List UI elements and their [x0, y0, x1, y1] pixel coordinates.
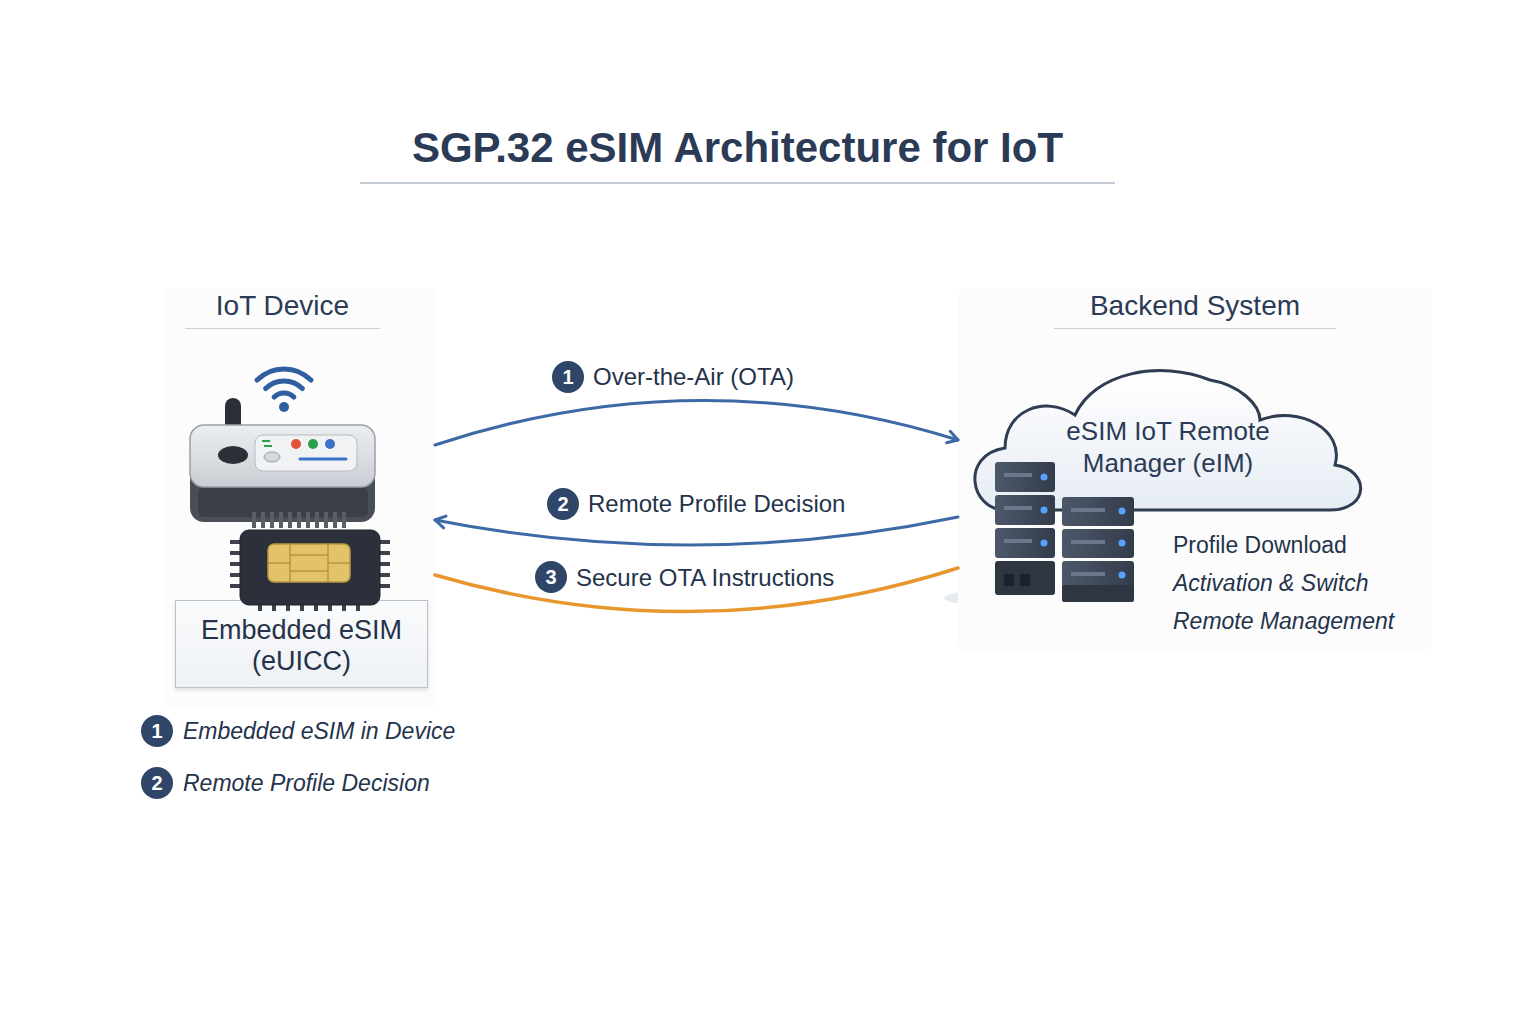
device-mark: [262, 441, 272, 446]
server-vent: [1004, 574, 1014, 586]
led: [291, 439, 301, 449]
server-led: [1119, 572, 1126, 579]
server-slot: [1004, 506, 1032, 510]
diagram-title: SGP.32 eSIM Architecture for IoT: [360, 124, 1115, 184]
device-panel: [255, 435, 357, 471]
connector-arrow: [435, 400, 958, 445]
server-unit: [995, 462, 1055, 492]
note-text: Activation & Switch: [1173, 568, 1369, 598]
edge-label: Remote Profile Decision: [588, 489, 845, 519]
node-region: IoT DeviceEmbedded eSIM (eUICC): [165, 288, 435, 708]
cloud-node: eSIM IoT Remote Manager (eIM): [960, 360, 1370, 512]
edge-label: Over-the-Air (OTA): [593, 362, 794, 392]
wifi-arc: [257, 369, 311, 380]
server-unit: [1062, 529, 1134, 558]
note-text: Profile Download: [1173, 530, 1347, 560]
iot-device-illustration: [190, 398, 375, 528]
device-band: [198, 487, 368, 517]
note-text: Embedded eSIM in Device: [183, 716, 455, 746]
wifi-symbol: [257, 369, 311, 412]
server-stack: [995, 462, 1134, 602]
server-base: [1062, 585, 1134, 602]
cloud-label: eSIM IoT Remote Manager (eIM): [1040, 415, 1296, 479]
device-body: [190, 440, 375, 522]
callout-number: 1: [141, 715, 173, 747]
connector-arrow: [435, 568, 958, 612]
server-slot: [1071, 540, 1105, 544]
server-unit: [1062, 561, 1134, 590]
chip-contact: [268, 544, 350, 582]
callout-number: 2: [547, 488, 579, 520]
server-base: [995, 561, 1055, 595]
server-unit: [995, 528, 1055, 558]
device-pins: [252, 512, 346, 528]
callout-number: 2: [141, 767, 173, 799]
server-slot: [1004, 539, 1032, 543]
device-strip: [300, 458, 346, 461]
antenna: [225, 398, 241, 460]
led: [325, 439, 335, 449]
group-heading: IoT Device: [185, 288, 380, 329]
group-heading: Backend System: [1054, 288, 1336, 329]
server-slot: [1071, 508, 1105, 512]
server-unit: [1062, 497, 1134, 526]
chip-body: [240, 530, 380, 605]
chip-contact-lines: [268, 544, 350, 582]
note-text: Remote Management: [1173, 606, 1394, 636]
wifi-arc: [274, 393, 294, 397]
wifi-arc: [266, 381, 303, 389]
callout-number: 3: [535, 561, 567, 593]
note-text: Remote Profile Decision: [183, 768, 430, 798]
wifi-dot: [279, 402, 289, 412]
server-slot: [1071, 572, 1105, 576]
device-button: [264, 452, 280, 462]
box-label: Embedded eSIM (eUICC): [184, 615, 419, 677]
server-vent: [1020, 574, 1030, 586]
edge-label: Secure OTA Instructions: [576, 563, 834, 593]
cloud-shape: [975, 371, 1361, 510]
connector-arrow: [435, 517, 958, 545]
antenna-base: [218, 446, 248, 464]
led: [308, 439, 318, 449]
server-unit: [995, 495, 1055, 525]
callout-number: 1: [552, 361, 584, 393]
server-led: [1041, 507, 1048, 514]
process-box: Embedded eSIM (eUICC): [175, 600, 428, 688]
server-led: [1119, 508, 1126, 515]
server-led: [1041, 540, 1048, 547]
device-top: [190, 425, 375, 487]
esim-chip: [230, 530, 390, 611]
server-slot: [1004, 473, 1032, 477]
server-led: [1119, 540, 1126, 547]
chip-pins: [230, 540, 390, 611]
server-led: [1041, 474, 1048, 481]
